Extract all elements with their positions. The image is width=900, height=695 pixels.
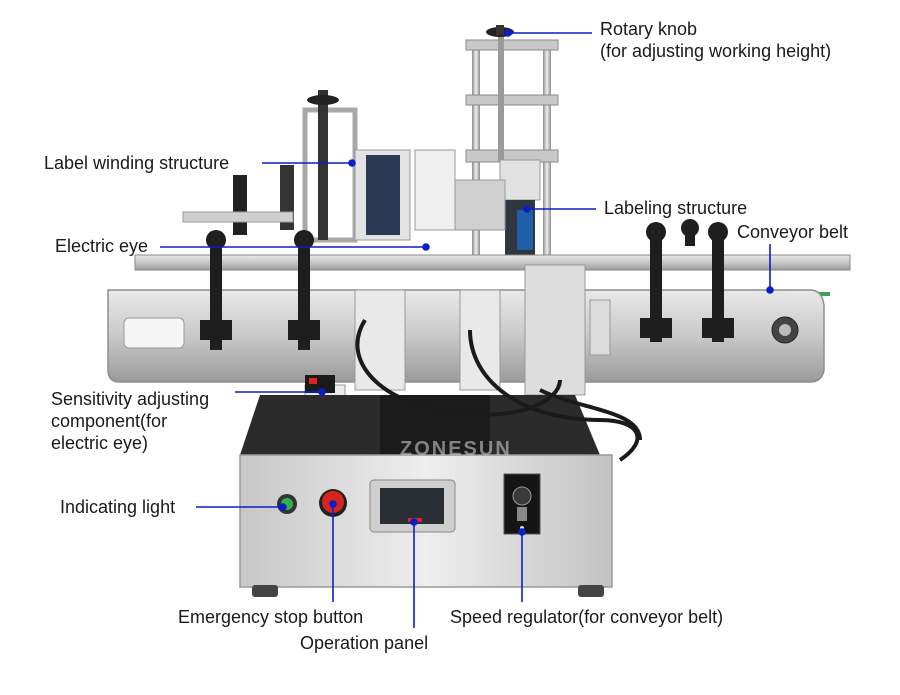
guide-clamps [200,219,734,350]
label-rotary-knob: Rotary knob (for adjusting working heigh… [600,18,831,62]
label-winding-part [182,90,506,243]
label-rotary-knob-line2: (for adjusting working height) [600,41,832,61]
label-operation-panel: Operation panel [300,633,429,653]
operation-panel-part [369,479,456,533]
label-sensitivity-component: Sensitivity adjusting component(for elec… [51,388,209,454]
label-indicating-light: Indicating light [60,497,176,517]
speed-regulator-part [503,473,541,535]
label-sensitivity-line3: electric eye) [51,433,149,453]
mid-frame [240,395,600,455]
labeling-head-frame [465,32,559,270]
label-rotary-knob-line1: Rotary knob [600,19,698,39]
label-conveyor-belt: Conveyor belt [737,222,849,242]
leader-lines [160,29,774,628]
sensor-blocks [354,264,611,396]
brand-watermark: ZONESUN [400,438,512,460]
indicating-light-part [277,494,297,514]
label-sensitivity-line2: component(for [51,411,168,431]
label-label-winding-structure: Label winding structure [44,153,230,173]
label-electric-eye: Electric eye [55,236,149,256]
label-emergency-stop-button: Emergency stop button [178,607,364,627]
label-labeling-structure: Labeling structure [604,198,748,218]
cables [355,318,642,462]
label-speed-regulator: Speed regulator(for conveyor belt) [450,607,724,627]
label-sensitivity-line1: Sensitivity adjusting [51,389,210,409]
